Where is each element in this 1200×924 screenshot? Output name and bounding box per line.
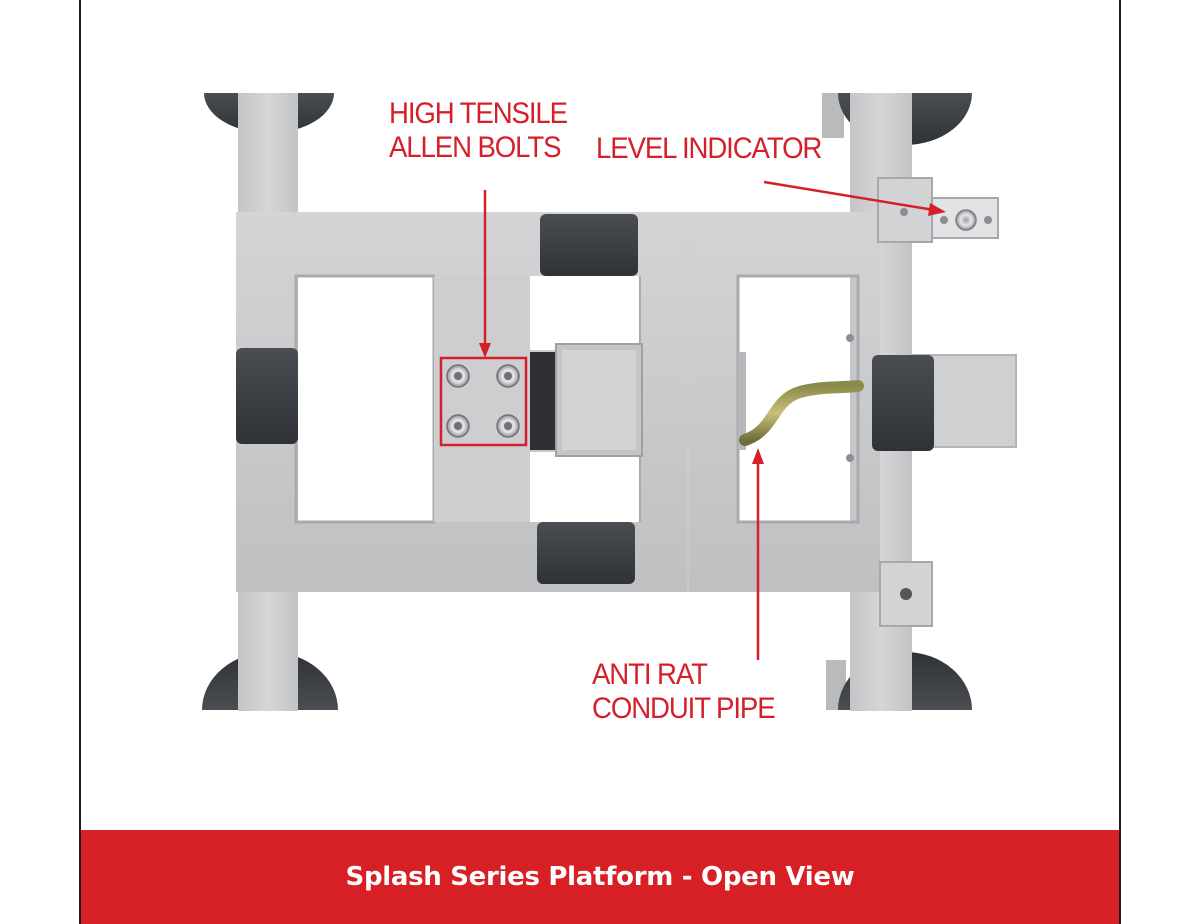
rubber-pad-left — [236, 348, 298, 444]
callout-conduit-pipe-line2: CONDUIT PIPE — [592, 692, 776, 725]
left-border-line — [79, 0, 81, 924]
level-arrow — [763, 180, 946, 216]
bolts-highlight-box — [439, 356, 528, 447]
callout-conduit-pipe-line1: ANTI RAT — [592, 658, 708, 691]
bolts-arrow — [479, 190, 491, 358]
footer-banner: Splash Series Platform - Open View — [81, 830, 1119, 924]
callout-allen-bolts-line1: HIGH TENSILE — [389, 97, 568, 130]
rubber-pad-right — [872, 355, 934, 451]
callout-level-indicator: LEVEL INDICATOR — [596, 132, 822, 166]
rubber-pad-bottom — [537, 522, 635, 584]
conduit-pipe — [738, 352, 864, 450]
conduit-arrow — [752, 448, 764, 660]
callout-conduit-pipe: ANTI RAT CONDUIT PIPE — [592, 658, 776, 726]
callout-allen-bolts-line2: ALLEN BOLTS — [389, 131, 562, 164]
rubber-pad-top — [540, 214, 638, 276]
bottom-bracket — [879, 561, 933, 627]
allen-bolts — [446, 364, 520, 438]
right-border-line — [1119, 0, 1121, 924]
platform-diagram — [202, 93, 1017, 711]
footer-title: Splash Series Platform - Open View — [345, 862, 855, 892]
callout-level-indicator-line1: LEVEL INDICATOR — [596, 132, 822, 165]
load-cell — [530, 343, 643, 457]
callout-allen-bolts: HIGH TENSILE ALLEN BOLTS — [389, 97, 568, 165]
load-cell-plate — [434, 276, 530, 522]
level-indicator — [877, 177, 999, 243]
